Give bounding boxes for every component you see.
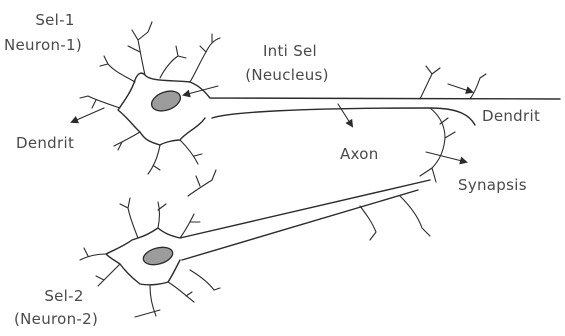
- arrow-dendrite-left: [72, 108, 104, 122]
- neuron-2-dendrite-d: [80, 248, 106, 260]
- neuron-1-dendrite-e: [80, 96, 120, 108]
- neuron-1-dendrite-f: [114, 132, 140, 150]
- neuron-1-dendrite-g: [148, 145, 160, 174]
- arrow-dendrite-right: [448, 84, 472, 92]
- label-nucleus-subtitle: (Neucleus): [224, 67, 350, 84]
- neuron-1-dendrite-d: [100, 56, 135, 82]
- label-nucleus-title: Inti Sel: [240, 43, 340, 60]
- neuron-1-nucleus: [149, 87, 183, 114]
- neuron-1-axon-branch-b: [470, 74, 486, 99]
- neuron-2-dendrite-g: [168, 282, 194, 302]
- neuron-1-axon-branch-a: [420, 66, 440, 99]
- label-cell-2-subtitle: (Neuron-2): [14, 311, 98, 328]
- neuron-2-dendrite-a: [120, 198, 138, 238]
- arrow-synapse: [426, 152, 466, 162]
- neuron-1-dendrite-c: [190, 34, 220, 82]
- neuron-2-axon-branch-a: [360, 206, 376, 240]
- neuron-2-upper-branch: [188, 170, 216, 196]
- neuron-2-soma: [106, 180, 430, 285]
- neuron-1-dendrite-b: [160, 46, 186, 78]
- label-cell-2-title: Sel-2: [36, 288, 92, 305]
- neuron-2: [80, 170, 430, 316]
- label-synapse: Synapsis: [458, 177, 527, 194]
- neuron-2-nucleus: [141, 244, 174, 267]
- label-axon: Axon: [340, 146, 379, 163]
- neuron-2-dendrite-e: [96, 264, 120, 286]
- annotation-arrows: [72, 84, 472, 317]
- neuron-1-axon-terminal: [420, 108, 455, 182]
- neuron-2-axon-branch-b: [400, 196, 430, 236]
- label-cell-1-title: Sel-1: [30, 12, 80, 29]
- arrow-nucleus: [184, 86, 218, 95]
- neuron-2-dendrite-b: [158, 202, 166, 228]
- label-dendrite-left: Dendrit: [16, 135, 74, 152]
- neuron-2-dendrite-h: [190, 270, 220, 290]
- arrow-axon: [338, 104, 352, 126]
- label-cell-1-subtitle: Neuron-1): [4, 37, 82, 54]
- neuron-1-dendrite-a: [128, 22, 152, 75]
- neuron-1-dendrite-h: [180, 140, 202, 164]
- label-dendrite-right: Dendrit: [482, 108, 540, 125]
